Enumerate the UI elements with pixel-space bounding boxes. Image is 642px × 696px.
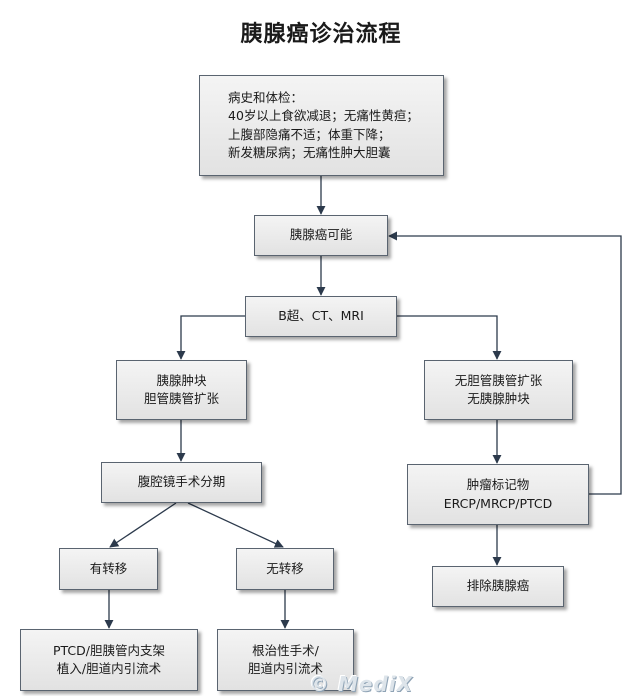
arrow-laparoscopy-to-metastasis [109,502,177,548]
laparoscopic-staging-box: 腹腔镜手术分期 [101,462,262,503]
node-text-line: 排除胰腺癌 [466,578,530,594]
node-text-line: 新发糖尿病；无痛性肿大胆囊 [228,144,391,160]
node-text-line: 无胰腺肿块 [467,391,530,406]
node-text-line: 胰腺癌可能 [289,227,353,243]
node-text-line: 有转移 [89,560,128,576]
node-text-line: 肿瘤标记物 [466,477,530,493]
node-text-line: 胆管胰管扩张 [143,391,219,406]
node-text-line: 胆道内引流术 [247,661,323,676]
node-text-line: 无胆管胰管扩张 [454,372,543,388]
node-text-line: 无转移 [266,560,304,576]
node-text-line: 胰腺肿块 [156,372,207,388]
node-text-line: 根治性手术/ [252,642,319,658]
node-text-line: 上腹部隐痛不适；体重下降； [228,126,391,142]
history-exam-box: 病史和体检： 40岁以上食欲减退；无痛性黄疸； 上腹部隐痛不适；体重下降； 新发糖尿病… [199,75,444,176]
watermark-logo: © MediX [309,672,414,696]
arrow-markers-to-possible [388,231,622,495]
node-text-line: 腹腔镜手术分期 [137,474,226,490]
arrow-laparoscopy-to-no-metastasis [187,502,284,548]
diagram-title: 胰腺癌诊治流程 [240,22,402,47]
node-text-line: B超、CT、MRI [278,308,364,324]
node-text-line: PTCD/胆胰管内支架 [52,642,165,658]
arrow-imaging-to-no-dilation [397,315,502,360]
metastasis-box: 有转移 [59,548,158,590]
radical-surgery-box: 根治性手术/胆道内引流术 [217,629,354,691]
exclude-cancer-box: 排除胰腺癌 [432,566,564,607]
imaging-box: B超、CT、MRI [245,296,397,337]
pancreatic-cancer-possible-box: 胰腺癌可能 [254,215,388,256]
node-text-line: ERCP/MRCP/PTCD [443,495,553,511]
arrow-imaging-to-mass [176,315,245,360]
node-text-line: 病史和体检： [228,90,304,106]
ptcd-stent-box: PTCD/胆胰管内支架植入/胆道内引流术 [20,629,198,691]
tumor-markers-box: 肿瘤标记物 ERCP/MRCP/PTCD [407,464,589,525]
node-text-line: 植入/胆道内引流术 [56,661,162,676]
no-metastasis-box: 无转移 [236,548,334,590]
node-text-line: 40岁以上食欲减退；无痛性黄疸； [228,108,419,124]
pancreatic-mass-box: 胰腺肿块胆管胰管扩张 [116,360,247,420]
no-dilation-box: 无胆管胰管扩张无胰腺肿块 [424,360,573,420]
